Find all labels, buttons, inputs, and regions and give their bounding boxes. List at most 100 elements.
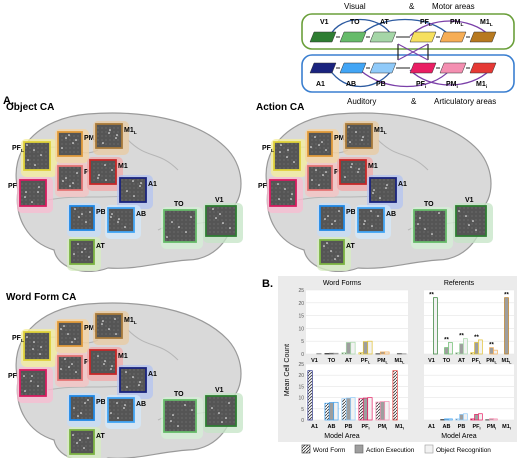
cell-grid-pf — [19, 369, 47, 397]
brain-figure: Word Form CAPFLPMLM1LPFPMiM1A1PBABATTOV1 — [6, 292, 243, 458]
active-cell — [171, 221, 173, 223]
active-cell — [218, 412, 220, 414]
active-cell — [37, 191, 39, 193]
cell-grid-a1 — [119, 367, 147, 393]
bar — [384, 401, 390, 421]
active-cell — [40, 154, 42, 156]
active-cell — [118, 218, 120, 220]
active-cell — [211, 407, 213, 409]
active-cell — [178, 226, 180, 228]
cell-grid-m1_l — [95, 313, 123, 339]
region-label: PFL — [262, 145, 274, 154]
cell-grid-pf_l — [23, 331, 51, 361]
active-cell — [72, 434, 74, 436]
active-cell — [215, 217, 217, 219]
y-tick-label: 15 — [298, 314, 304, 320]
legend-swatch-word-form — [301, 444, 311, 454]
active-cell — [115, 333, 117, 335]
cell-grid-pf_l — [273, 141, 301, 171]
active-cell — [34, 164, 36, 166]
region-label: PB — [96, 399, 106, 406]
region-label: V1 — [465, 197, 474, 204]
active-cell — [373, 189, 375, 191]
cell-grid-ab — [107, 207, 135, 233]
bar — [444, 347, 449, 355]
network-area-label: AB — [346, 81, 356, 88]
active-cell — [358, 168, 360, 170]
active-cell — [278, 198, 280, 200]
y-tick-label: 20 — [298, 301, 304, 307]
active-cell — [458, 210, 460, 212]
region-label: AB — [136, 401, 146, 408]
bar — [328, 402, 335, 421]
active-cell — [110, 216, 112, 218]
active-cell — [125, 371, 127, 373]
y-tick-label: 25 — [298, 288, 304, 294]
y-tick-label: 10 — [298, 396, 304, 402]
plot-area — [424, 290, 514, 354]
brain-title: Action CA — [256, 102, 304, 113]
legend-item-action: Action Execution — [366, 447, 415, 454]
active-cell — [371, 225, 373, 227]
active-cell — [419, 217, 421, 219]
active-cell — [73, 253, 75, 255]
cell-grid-pf — [269, 179, 297, 207]
bar — [350, 341, 356, 355]
bar — [478, 339, 483, 355]
active-cell — [318, 144, 320, 146]
active-cell — [315, 169, 317, 171]
panel-b-letter: B. — [262, 278, 273, 290]
cell-grid-pm_l — [307, 131, 333, 157]
active-cell — [166, 236, 168, 238]
active-cell — [105, 179, 107, 181]
x-tick-label: PFL — [472, 358, 482, 364]
network-area-label: PB — [376, 81, 386, 88]
active-cell — [33, 149, 35, 151]
active-cell — [71, 363, 73, 365]
active-cell — [77, 243, 79, 245]
active-cell — [24, 390, 26, 392]
active-cell — [26, 336, 28, 338]
active-cell — [68, 134, 70, 136]
region-label: AT — [96, 433, 106, 440]
legend: Word Form Action Execution Object Recogn… — [301, 444, 491, 454]
active-cell — [222, 222, 224, 224]
cell-grid-pb — [319, 205, 345, 231]
significance-mark: ** — [504, 293, 509, 299]
bar — [448, 418, 453, 421]
active-cell — [108, 328, 110, 330]
active-cell — [67, 333, 69, 335]
panel-a-letter: A. — [3, 95, 14, 107]
region-label: PFL — [12, 145, 24, 154]
active-cell — [111, 169, 113, 171]
bar — [474, 414, 479, 421]
region-label: AT — [346, 243, 356, 250]
y-tick-label: 10 — [298, 326, 304, 332]
active-cell — [385, 187, 387, 189]
active-cell — [311, 179, 313, 181]
x-tick-label: AT — [345, 358, 353, 364]
bar — [341, 352, 347, 355]
x-tick-label: PB — [458, 424, 466, 430]
bar — [489, 418, 494, 421]
bar — [324, 402, 330, 421]
bar — [448, 342, 453, 355]
active-cell — [124, 404, 126, 406]
network-area-block — [369, 62, 397, 74]
cell-grid-ab — [357, 207, 385, 233]
active-cell — [351, 163, 353, 165]
active-cell — [79, 439, 81, 441]
region-label: PF — [8, 183, 18, 190]
active-cell — [348, 126, 350, 128]
cell-grid-v1 — [205, 395, 237, 427]
x-tick-label: M1i — [502, 424, 511, 430]
active-cell — [355, 131, 357, 133]
bar — [333, 352, 339, 355]
active-cell — [97, 177, 99, 179]
x-tick-label: A1 — [428, 424, 435, 430]
active-cell — [424, 228, 426, 230]
bar — [396, 353, 403, 355]
x-tick-label: M1L — [395, 358, 406, 364]
arc — [409, 20, 491, 37]
